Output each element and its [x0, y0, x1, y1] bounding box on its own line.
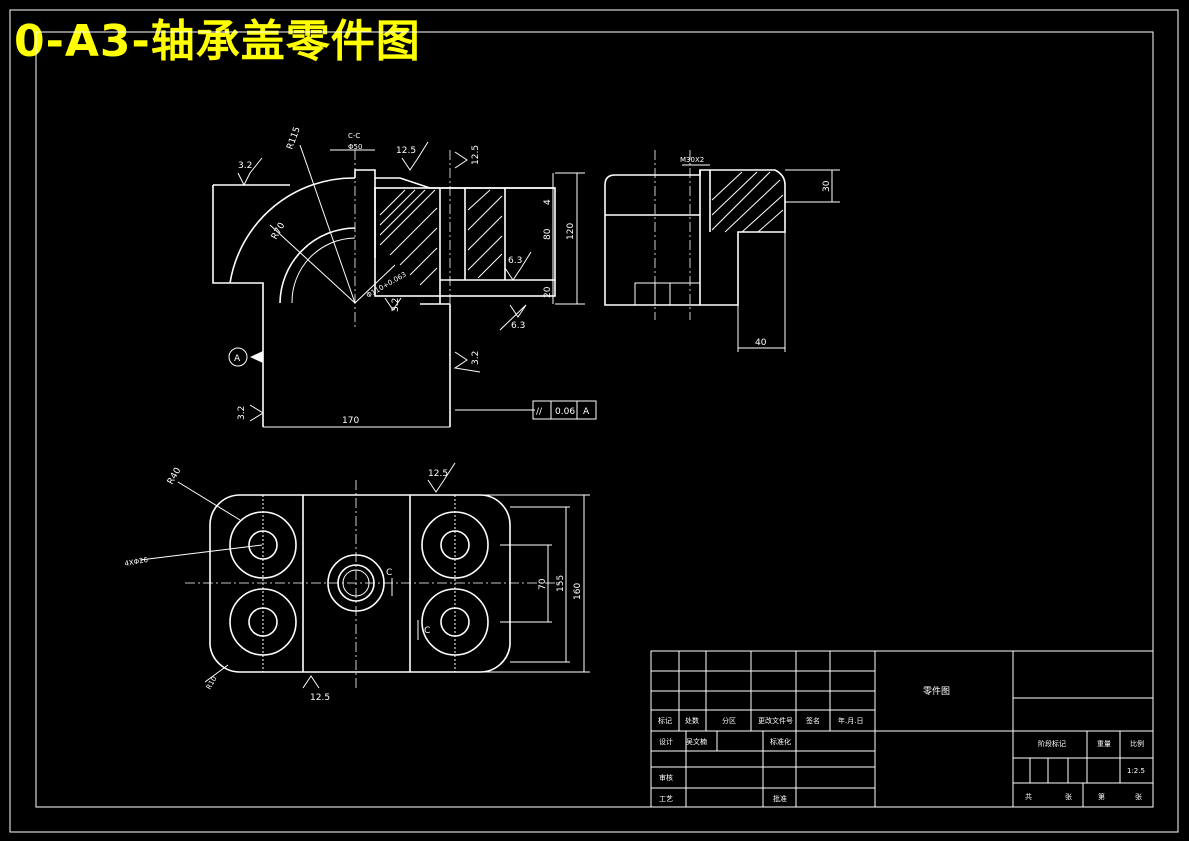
title-block: 零件图 标记 处数 分区 更改文件号 签名 年.月.日 设计 吴文楠 标准化 审… [650, 650, 1154, 808]
tb-count: 处数 [685, 716, 699, 725]
inner-border [35, 31, 1154, 808]
section-label: C-C [348, 132, 360, 140]
tb-designer: 吴文楠 [686, 737, 707, 746]
dim-40: 40 [755, 338, 767, 348]
roughness-125-right: 12.5 [471, 145, 481, 165]
tb-process: 工艺 [659, 795, 673, 803]
roughness-125-bottomview: 12.5 [310, 693, 330, 703]
roughness-32-bottom: 3.2 [237, 406, 247, 420]
dim-phi50: Φ50 [348, 143, 362, 151]
tolerance-datum: A [583, 407, 590, 417]
roughness-63-inner: 6.3 [508, 256, 522, 266]
tb-approve: 批准 [773, 794, 787, 803]
tb-sheet2: 张 [1135, 792, 1142, 801]
side-view: M30X2 30 40 [604, 150, 840, 352]
tb-total: 共 [1025, 792, 1032, 801]
dim-r10: R10 [205, 675, 219, 691]
dim-m30: M30X2 [680, 156, 704, 164]
tb-scale: 1:2.5 [1127, 767, 1145, 775]
dim-170: 170 [342, 416, 359, 426]
dim-r115: R115 [285, 126, 302, 151]
roughness-125-topview: 12.5 [428, 469, 448, 479]
tb-date: 年.月.日 [838, 716, 863, 725]
tb-page: 第 [1098, 792, 1105, 801]
tb-weight: 重量 [1097, 740, 1111, 748]
part-name: 零件图 [923, 685, 950, 697]
dim-155: 155 [556, 575, 566, 592]
dim-holes: 4XΦ26 [124, 556, 149, 568]
tb-mark: 标记 [658, 716, 672, 725]
dim-20: 20 [543, 286, 553, 298]
top-view: R40 4XΦ26 R10 12.5 12.5 C C 70 155 160 [124, 462, 590, 703]
roughness-125-top: 12.5 [396, 146, 416, 156]
dim-160: 160 [573, 583, 583, 600]
dim-30: 30 [822, 180, 832, 192]
dim-80: 80 [543, 228, 553, 240]
tb-review: 审核 [659, 773, 673, 782]
roughness-32-bore: 3.2 [391, 298, 401, 312]
roughness-63-bottom: 6.3 [511, 321, 525, 331]
cut-mark-c-1: C [386, 568, 392, 578]
tb-zone: 分区 [722, 716, 736, 725]
drawing-title: 0-A3-轴承盖零件图 [14, 16, 421, 67]
dim-120: 120 [566, 223, 576, 240]
outer-border [9, 9, 1179, 833]
tolerance-value: 0.06 [555, 407, 575, 417]
tolerance-symbol: // [536, 407, 543, 417]
tb-standardize: 标准化 [770, 737, 791, 746]
roughness-32-left: 3.2 [238, 161, 252, 171]
cut-mark-c-2: C [424, 626, 430, 636]
front-view: R115 R70 Φ110+0.063 C-C Φ50 120 80 4 20 … [212, 126, 597, 428]
tb-change-doc: 更改文件号 [758, 716, 793, 725]
dim-4: 4 [543, 199, 553, 205]
tb-stage-mark: 阶段标记 [1038, 739, 1066, 748]
dim-70: 70 [538, 578, 548, 590]
tb-scale-label: 比例 [1130, 739, 1144, 748]
tb-design: 设计 [659, 737, 673, 746]
tb-sign: 签名 [806, 716, 820, 725]
tb-sheets: 张 [1065, 792, 1072, 801]
datum-a-label: A [234, 354, 241, 364]
roughness-32-right: 3.2 [471, 351, 481, 365]
